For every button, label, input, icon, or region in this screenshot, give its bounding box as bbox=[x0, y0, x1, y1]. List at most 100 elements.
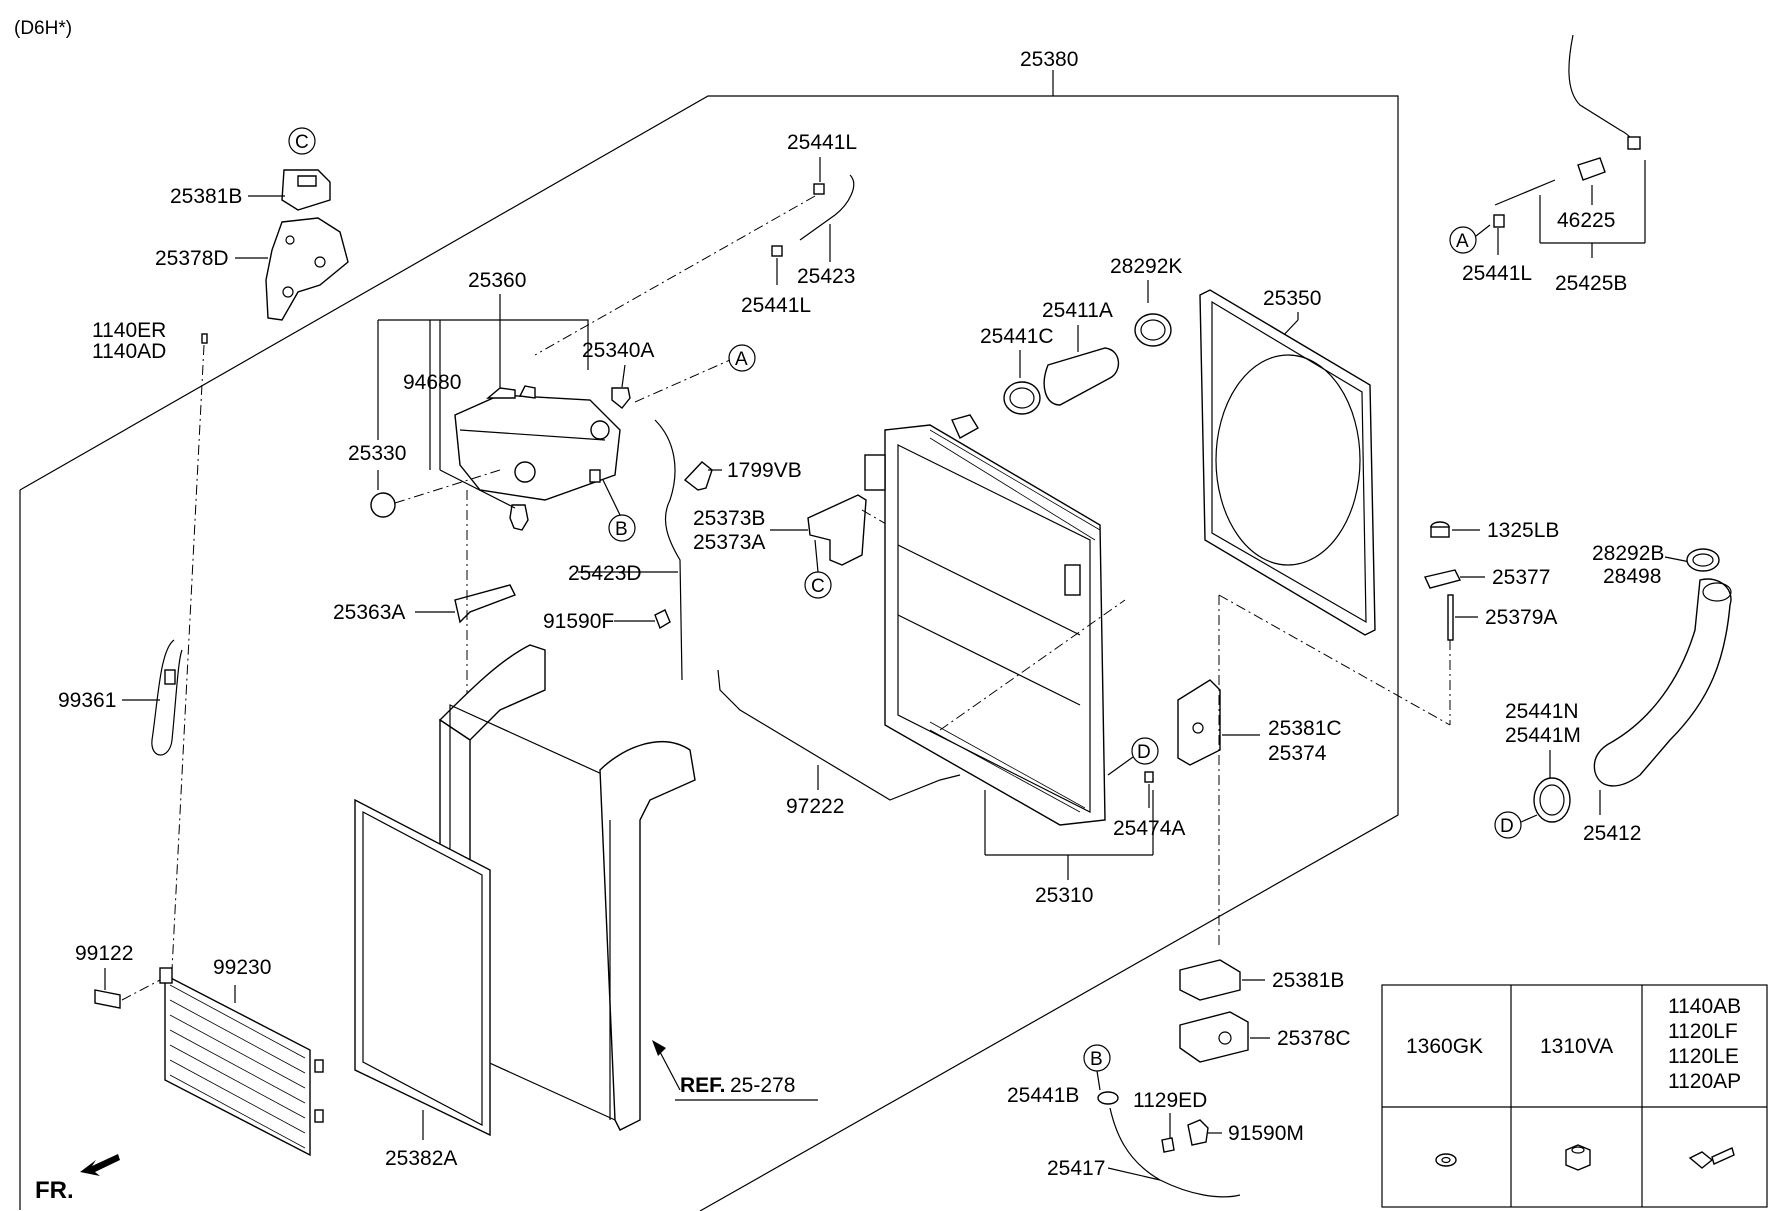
label-25382A: 25382A bbox=[385, 1147, 457, 1170]
table-header-col3-line3: 1120LE bbox=[1668, 1045, 1739, 1068]
label-25378D: 25378D bbox=[155, 247, 229, 270]
label-25474A: 25474A bbox=[1113, 817, 1185, 840]
label-25441L-a: 25441L bbox=[787, 131, 857, 154]
mount-pad-25381B-bottom bbox=[1179, 959, 1241, 1001]
label-25411A: 25411A bbox=[1042, 299, 1113, 322]
clamp-28292K bbox=[1134, 313, 1172, 347]
fastener-table bbox=[1381, 984, 1768, 1208]
mount-pad-25381B-top bbox=[281, 169, 331, 211]
clamp-28292B bbox=[1686, 548, 1720, 572]
label-99361: 99361 bbox=[58, 689, 116, 712]
label-1799VB: 1799VB bbox=[727, 459, 802, 482]
ref-prefix: REF. bbox=[680, 1074, 726, 1097]
label-25373B: 25373B bbox=[693, 507, 765, 530]
svg-text:C: C bbox=[811, 576, 825, 597]
fan-shroud-25350 bbox=[1199, 289, 1376, 636]
pipe-25425B bbox=[1494, 179, 1556, 206]
coolant-reservoir-25360 bbox=[454, 385, 621, 501]
label-25377: 25377 bbox=[1492, 566, 1550, 589]
label-25412: 25412 bbox=[1583, 822, 1641, 845]
hose-25411A bbox=[1043, 347, 1120, 406]
label-25350: 25350 bbox=[1263, 287, 1321, 310]
connector-46225 bbox=[1577, 157, 1606, 181]
sensor-wire-99361 bbox=[151, 639, 183, 756]
bolt-icon bbox=[1688, 1147, 1735, 1169]
radiator-25310 bbox=[864, 414, 1106, 826]
hose-25417 bbox=[1109, 1107, 1241, 1198]
table-header-col3-line2: 1120LF bbox=[1668, 1020, 1738, 1043]
clip-91590F bbox=[654, 609, 671, 630]
label-25417: 25417 bbox=[1047, 1157, 1105, 1180]
ref-arrow bbox=[659, 1051, 681, 1091]
label-25425B: 25425B bbox=[1555, 272, 1627, 295]
label-1140AD: 1140AD bbox=[92, 340, 166, 363]
circle-callout-b-reservoir: B bbox=[608, 514, 636, 542]
circle-callout-c-bracket: C bbox=[804, 571, 832, 599]
circle-callout-c-top: C bbox=[288, 127, 316, 155]
bracket-25373 bbox=[807, 494, 867, 566]
bolt-1129ED bbox=[1161, 1137, 1175, 1153]
label-25379A: 25379A bbox=[1485, 606, 1557, 629]
label-28292B: 28292B bbox=[1592, 542, 1664, 565]
front-marker: FR. bbox=[35, 1177, 74, 1204]
label-1325LB: 1325LB bbox=[1487, 519, 1559, 542]
drain-plug bbox=[509, 504, 529, 531]
clip-1799VB bbox=[683, 461, 713, 491]
label-25423: 25423 bbox=[797, 265, 855, 288]
svg-text:D: D bbox=[1137, 742, 1151, 763]
bracket-25378D bbox=[265, 217, 349, 321]
washer-icon bbox=[1435, 1153, 1457, 1167]
label-46225: 46225 bbox=[1557, 209, 1615, 232]
bracket-99122 bbox=[94, 989, 121, 1009]
label-25363A: 25363A bbox=[333, 601, 405, 624]
svg-text:D: D bbox=[1500, 816, 1514, 837]
cap-25340A bbox=[611, 387, 631, 409]
clamp-25441B bbox=[1097, 1091, 1119, 1105]
svg-text:C: C bbox=[295, 132, 309, 153]
pipe-97222 bbox=[717, 669, 961, 801]
label-91590F: 91590F bbox=[543, 610, 614, 633]
circle-callout-d-right: D bbox=[1494, 811, 1522, 839]
hose-25423 bbox=[799, 174, 855, 241]
label-99230: 99230 bbox=[213, 956, 271, 979]
label-1129ED: 1129ED bbox=[1133, 1089, 1207, 1112]
svg-text:B: B bbox=[1090, 1049, 1103, 1070]
bolt-1140ER bbox=[201, 333, 208, 344]
label-94680: 94680 bbox=[403, 371, 461, 394]
label-28498: 28498 bbox=[1603, 565, 1661, 588]
label-25378C: 25378C bbox=[1277, 1027, 1351, 1050]
hose-25412 bbox=[1593, 578, 1732, 787]
label-25373A: 25373A bbox=[693, 531, 765, 554]
ref-label-25-278: 25-278 bbox=[730, 1074, 795, 1097]
label-25441N: 25441N bbox=[1505, 700, 1579, 723]
clamp-25441L-c bbox=[1493, 214, 1505, 228]
bracket-25381C bbox=[1177, 679, 1221, 766]
circle-callout-b-bottom: B bbox=[1083, 1044, 1111, 1072]
label-25441C: 25441C bbox=[980, 325, 1054, 348]
label-25360: 25360 bbox=[468, 269, 526, 292]
label-25310: 25310 bbox=[1035, 884, 1093, 907]
variant-label: (D6H*) bbox=[14, 18, 72, 39]
hose-25423D bbox=[654, 419, 683, 681]
nut-icon bbox=[1565, 1144, 1591, 1171]
bracket-25378C bbox=[1179, 1011, 1249, 1063]
label-1140ER: 1140ER bbox=[92, 319, 166, 342]
label-99122: 99122 bbox=[75, 942, 133, 965]
table-header-col1: 1360GK bbox=[1406, 1035, 1483, 1058]
circle-callout-d-radiator: D bbox=[1131, 737, 1159, 765]
bracket-25363A bbox=[454, 584, 516, 624]
label-97222: 97222 bbox=[786, 795, 844, 818]
ac-condenser-99230 bbox=[159, 967, 324, 1157]
label-25330: 25330 bbox=[348, 442, 406, 465]
clip-91590M bbox=[1187, 1119, 1209, 1146]
circle-callout-a-right: A bbox=[1449, 226, 1477, 254]
label-25380: 25380 bbox=[1020, 48, 1078, 71]
label-25381C: 25381C bbox=[1268, 717, 1342, 740]
label-25381B-bottom: 25381B bbox=[1272, 969, 1344, 992]
pipe-top-right bbox=[1568, 34, 1636, 151]
label-25441B: 25441B bbox=[1007, 1084, 1079, 1107]
table-header-col2: 1310VA bbox=[1540, 1035, 1613, 1058]
assembly-outline bbox=[19, 70, 1399, 1211]
intercooler bbox=[438, 644, 696, 1131]
